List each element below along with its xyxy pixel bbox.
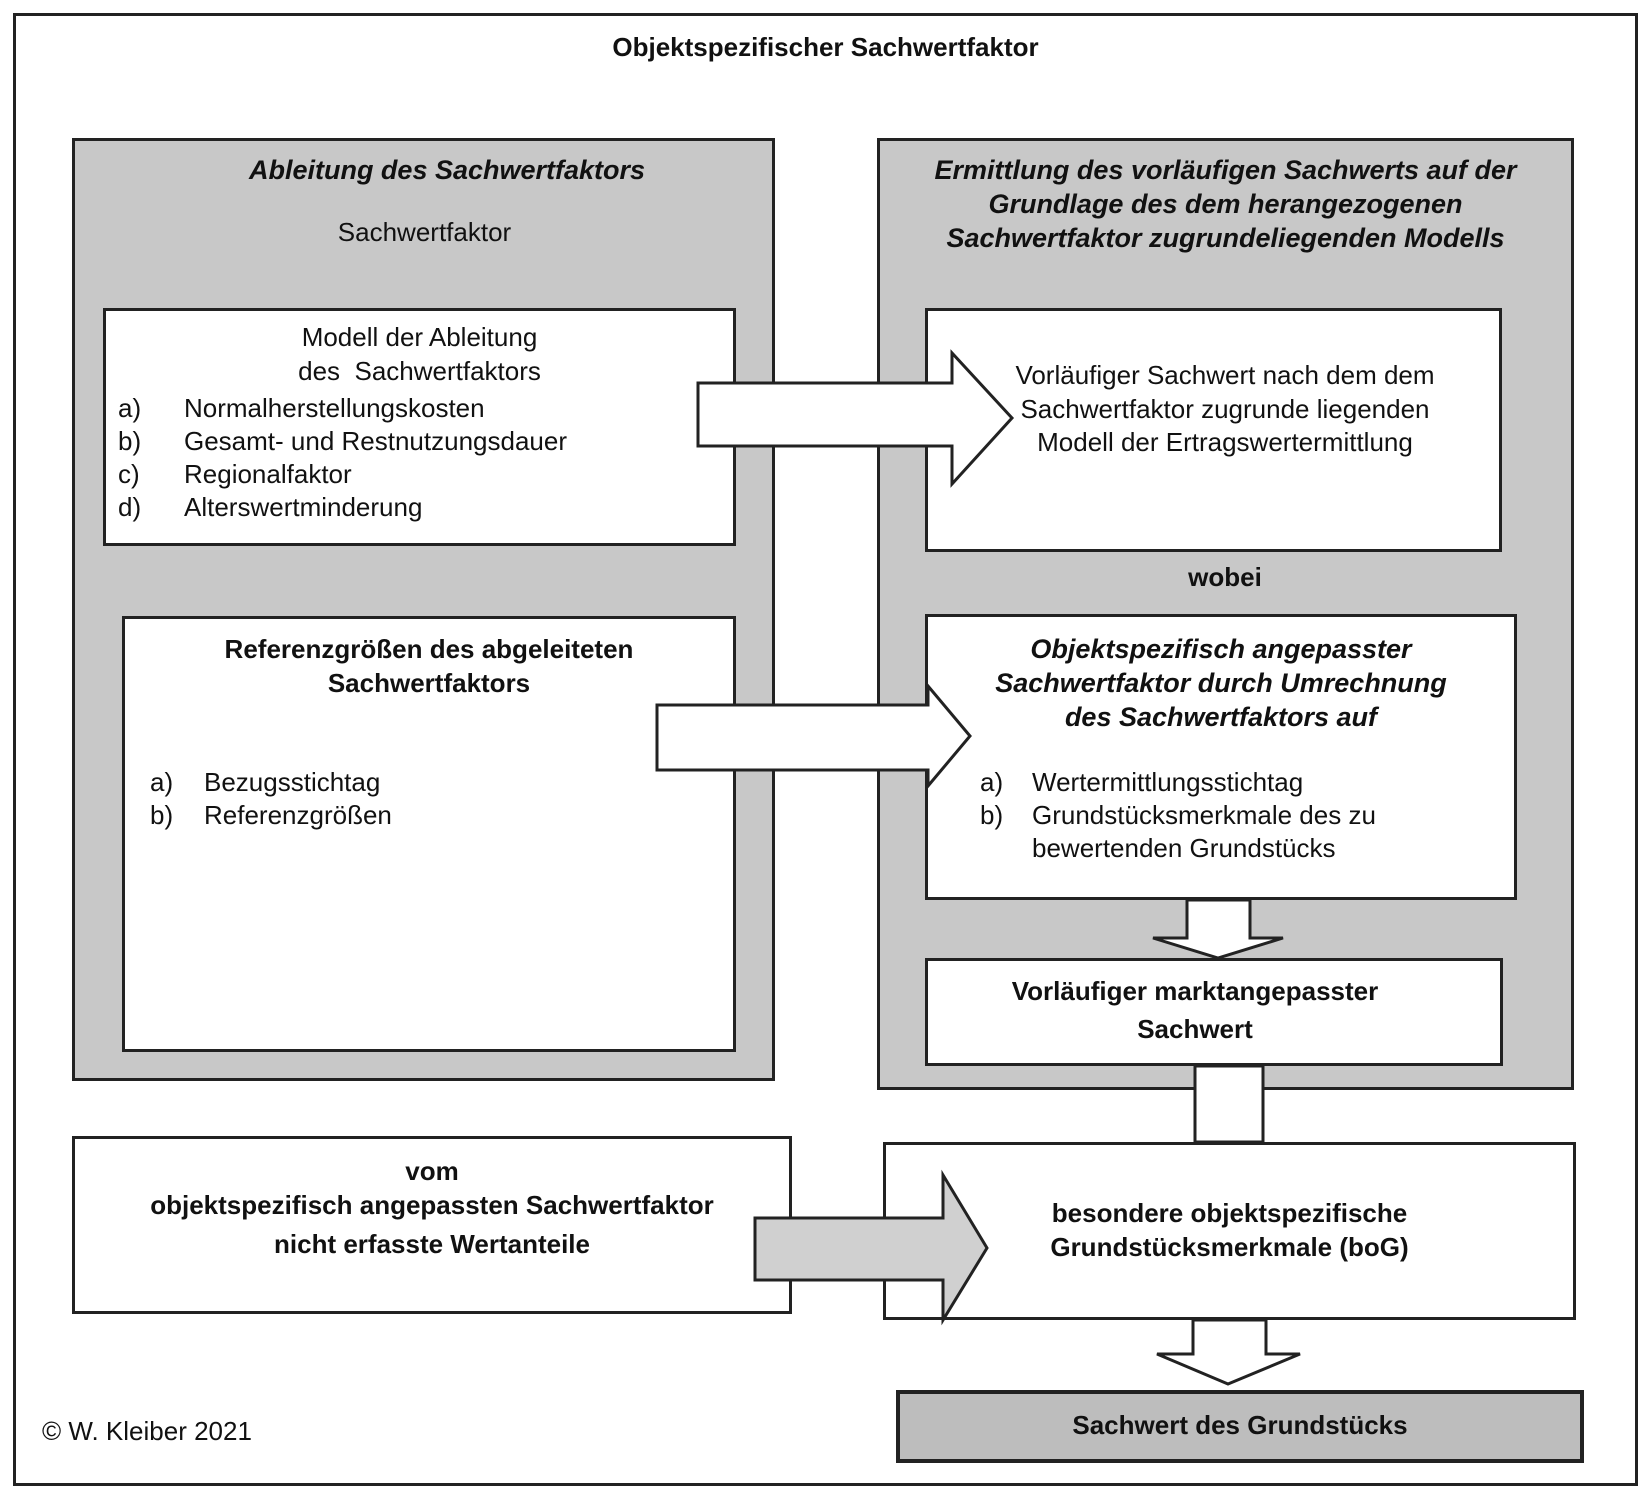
copyright-text: © W. Kleiber 2021 (42, 1416, 252, 1446)
reference-box-list: a)Bezugsstichtag b)Referenzgrößen (150, 766, 392, 832)
list-item: bewertenden Grundstücks (1032, 833, 1336, 863)
model-box-title-line2: des Sachwertfaktors (298, 356, 541, 386)
reference-box-title-line2: Sachwertfaktors (327, 668, 531, 698)
arrow-market-to-bog (1193, 1064, 1265, 1144)
result-box (896, 1390, 1584, 1463)
adjusted-factor-title-line2: Sachwertfaktor durch Umrechnung (995, 668, 1447, 698)
market-adjusted-line1: Vorläufiger marktangepasster (1011, 976, 1379, 1006)
market-adjusted-line2: Sachwert (1137, 1014, 1253, 1044)
not-covered-line1: vom (405, 1156, 459, 1186)
right-panel-heading-line2: Grundlage des dem herangezogenen (988, 189, 1463, 219)
not-covered-line2: objektspezifisch angepassten Sachwertfak… (150, 1190, 714, 1220)
bog-box (883, 1142, 1576, 1320)
right-panel-heading-line3: Sachwertfaktor zugrundeliegenden Modells (946, 223, 1505, 253)
model-box-list: a)Normalherstellungskosten b)Gesamt- und… (118, 392, 567, 524)
arrow-not-covered-to-bog (753, 1169, 989, 1326)
right-panel-heading-line1: Ermittlung des vorläufigen Sachwerts auf… (934, 155, 1517, 185)
result-label: Sachwert des Grundstücks (1072, 1410, 1408, 1440)
reference-box-title-line1: Referenzgrößen des abgeleiteten (224, 634, 634, 664)
list-item: c)Regionalfaktor (118, 459, 352, 489)
preliminary-value-line3: Modell der Ertragswertermittlung (1037, 427, 1413, 457)
model-box (103, 308, 736, 546)
preliminary-value-line2: Sachwertfaktor zugrunde liegenden (1020, 394, 1430, 424)
list-item: a)Normalherstellungskosten (118, 393, 485, 423)
list-item: b)Grundstücksmerkmale des zu (980, 800, 1376, 830)
preliminary-value-line1: Vorläufiger Sachwert nach dem dem (1015, 360, 1435, 390)
connector-label: wobei (1188, 562, 1262, 592)
adjusted-factor-title-line1: Objektspezifisch angepasster (1030, 634, 1412, 664)
list-item: b)Gesamt- und Restnutzungsdauer (118, 426, 567, 456)
left-panel-subheading: Sachwertfaktor (337, 217, 512, 247)
arrow-model-to-preliminary (696, 349, 1015, 488)
arrow-adjusted-to-market (1152, 898, 1284, 960)
not-covered-line3: nicht erfasste Wertanteile (274, 1229, 590, 1259)
arrow-bog-to-result (1156, 1318, 1301, 1386)
list-item: d)Alterswertminderung (118, 492, 423, 522)
preliminary-value-box (925, 308, 1502, 552)
diagram-title: Objektspezifischer Sachwertfaktor (612, 32, 1039, 62)
left-panel-heading: Ableitung des Sachwertfaktors (248, 155, 646, 185)
list-item: b)Referenzgrößen (150, 800, 392, 830)
adjusted-factor-list: a)Wertermittlungsstichtag b)Grundstücksm… (980, 766, 1376, 865)
bog-line1: besondere objektspezifische (1051, 1198, 1408, 1228)
arrow-reference-to-adjusted (655, 681, 972, 791)
model-box-title-line1: Modell der Ableitung (301, 322, 538, 352)
list-item: a)Wertermittlungsstichtag (980, 767, 1304, 797)
reference-box (122, 616, 736, 1052)
list-item: a)Bezugsstichtag (150, 767, 381, 797)
adjusted-factor-title-line3: des Sachwertfaktors auf (1064, 702, 1378, 732)
bog-line2: Grundstücksmerkmale (boG) (1050, 1232, 1409, 1262)
